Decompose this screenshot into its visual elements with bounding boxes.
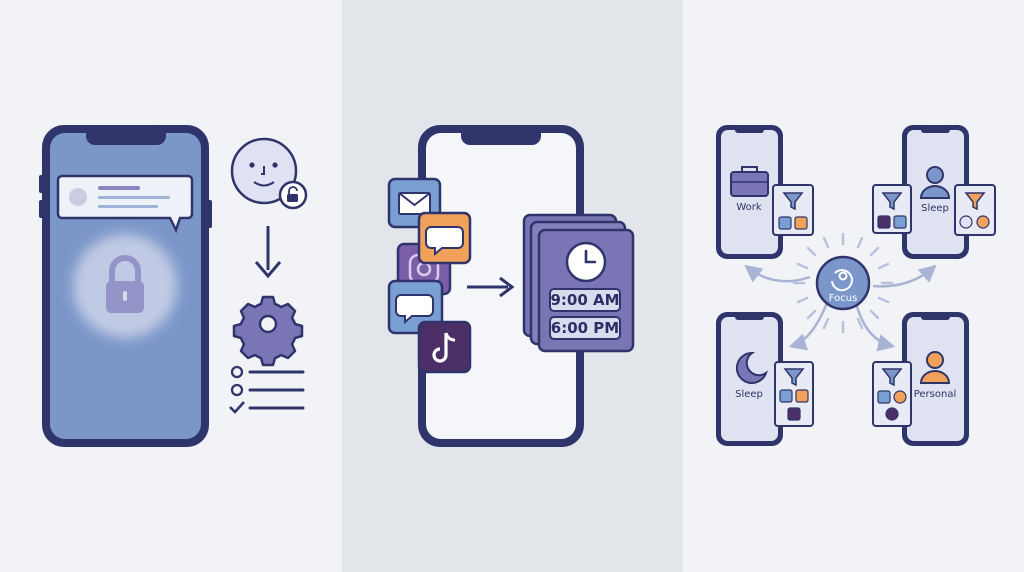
focus-mode-personal: Personal (872, 312, 969, 446)
arrow-down-icon (254, 226, 282, 279)
schedule-start-time: 9:00 AM (550, 291, 619, 309)
right-panel: Focus Work (716, 125, 996, 446)
focus-label: Focus (829, 293, 858, 304)
tiktok-app-icon (417, 320, 472, 374)
filter-card (872, 361, 912, 427)
filter-funnel-icon (881, 192, 903, 211)
filter-funnel-icon (782, 192, 804, 211)
chat-mini-icon (795, 389, 809, 403)
chat-app-icon-orange (417, 211, 472, 265)
contact-mini-icon (893, 390, 907, 404)
filter-funnel-icon (964, 192, 986, 211)
chat-app-icon-blue (387, 279, 444, 335)
gear-icon (232, 295, 304, 367)
filter-card (774, 361, 814, 427)
focus-mode-label: Sleep (735, 389, 763, 400)
person-icon (919, 166, 951, 199)
filter-card (872, 184, 912, 234)
focus-mode-work: Work (716, 125, 814, 259)
filter-funnel-icon (783, 368, 805, 387)
schedule-card-stack: 9:00 AM 6:00 PM (522, 213, 635, 353)
tiktok-mini-icon (877, 215, 891, 229)
chat-mini-icon (794, 216, 808, 230)
focus-mode-sleep-top: Sleep (872, 125, 996, 259)
briefcase-icon (730, 166, 769, 197)
focus-mode-label: Sleep (921, 203, 949, 214)
notification-bubble (56, 174, 194, 234)
mail-mini-icon (778, 216, 792, 230)
mail-mini-icon (779, 389, 793, 403)
blurred-lock (73, 234, 177, 338)
focus-hub: Focus (792, 232, 894, 334)
contact-mini-icon (885, 407, 899, 421)
clock-icon (565, 241, 607, 283)
face-unlock-icon (230, 137, 308, 210)
tiktok-mini-icon (787, 407, 801, 421)
contact-mini-icon (959, 215, 973, 229)
person-icon (919, 351, 951, 384)
filter-card (954, 184, 996, 236)
twitter-mini-icon (877, 390, 891, 404)
focus-connectors (744, 264, 937, 352)
schedule-end-time: 6:00 PM (551, 319, 619, 337)
filter-funnel-icon (881, 368, 903, 387)
left-panel (39, 125, 308, 447)
moon-icon (735, 351, 768, 384)
arrow-right-icon (467, 276, 515, 298)
checklist-icon (229, 365, 305, 414)
focus-mode-label: Work (736, 202, 762, 213)
middle-panel: 9:00 AM 6:00 PM (387, 125, 635, 447)
filter-card (772, 184, 814, 236)
focus-target-icon (831, 269, 853, 292)
focus-mode-label: Personal (914, 389, 957, 400)
twitter-mini-icon (893, 215, 907, 229)
contact-mini-icon (976, 215, 990, 229)
focus-mode-sleep-bottom: Sleep (716, 312, 814, 446)
